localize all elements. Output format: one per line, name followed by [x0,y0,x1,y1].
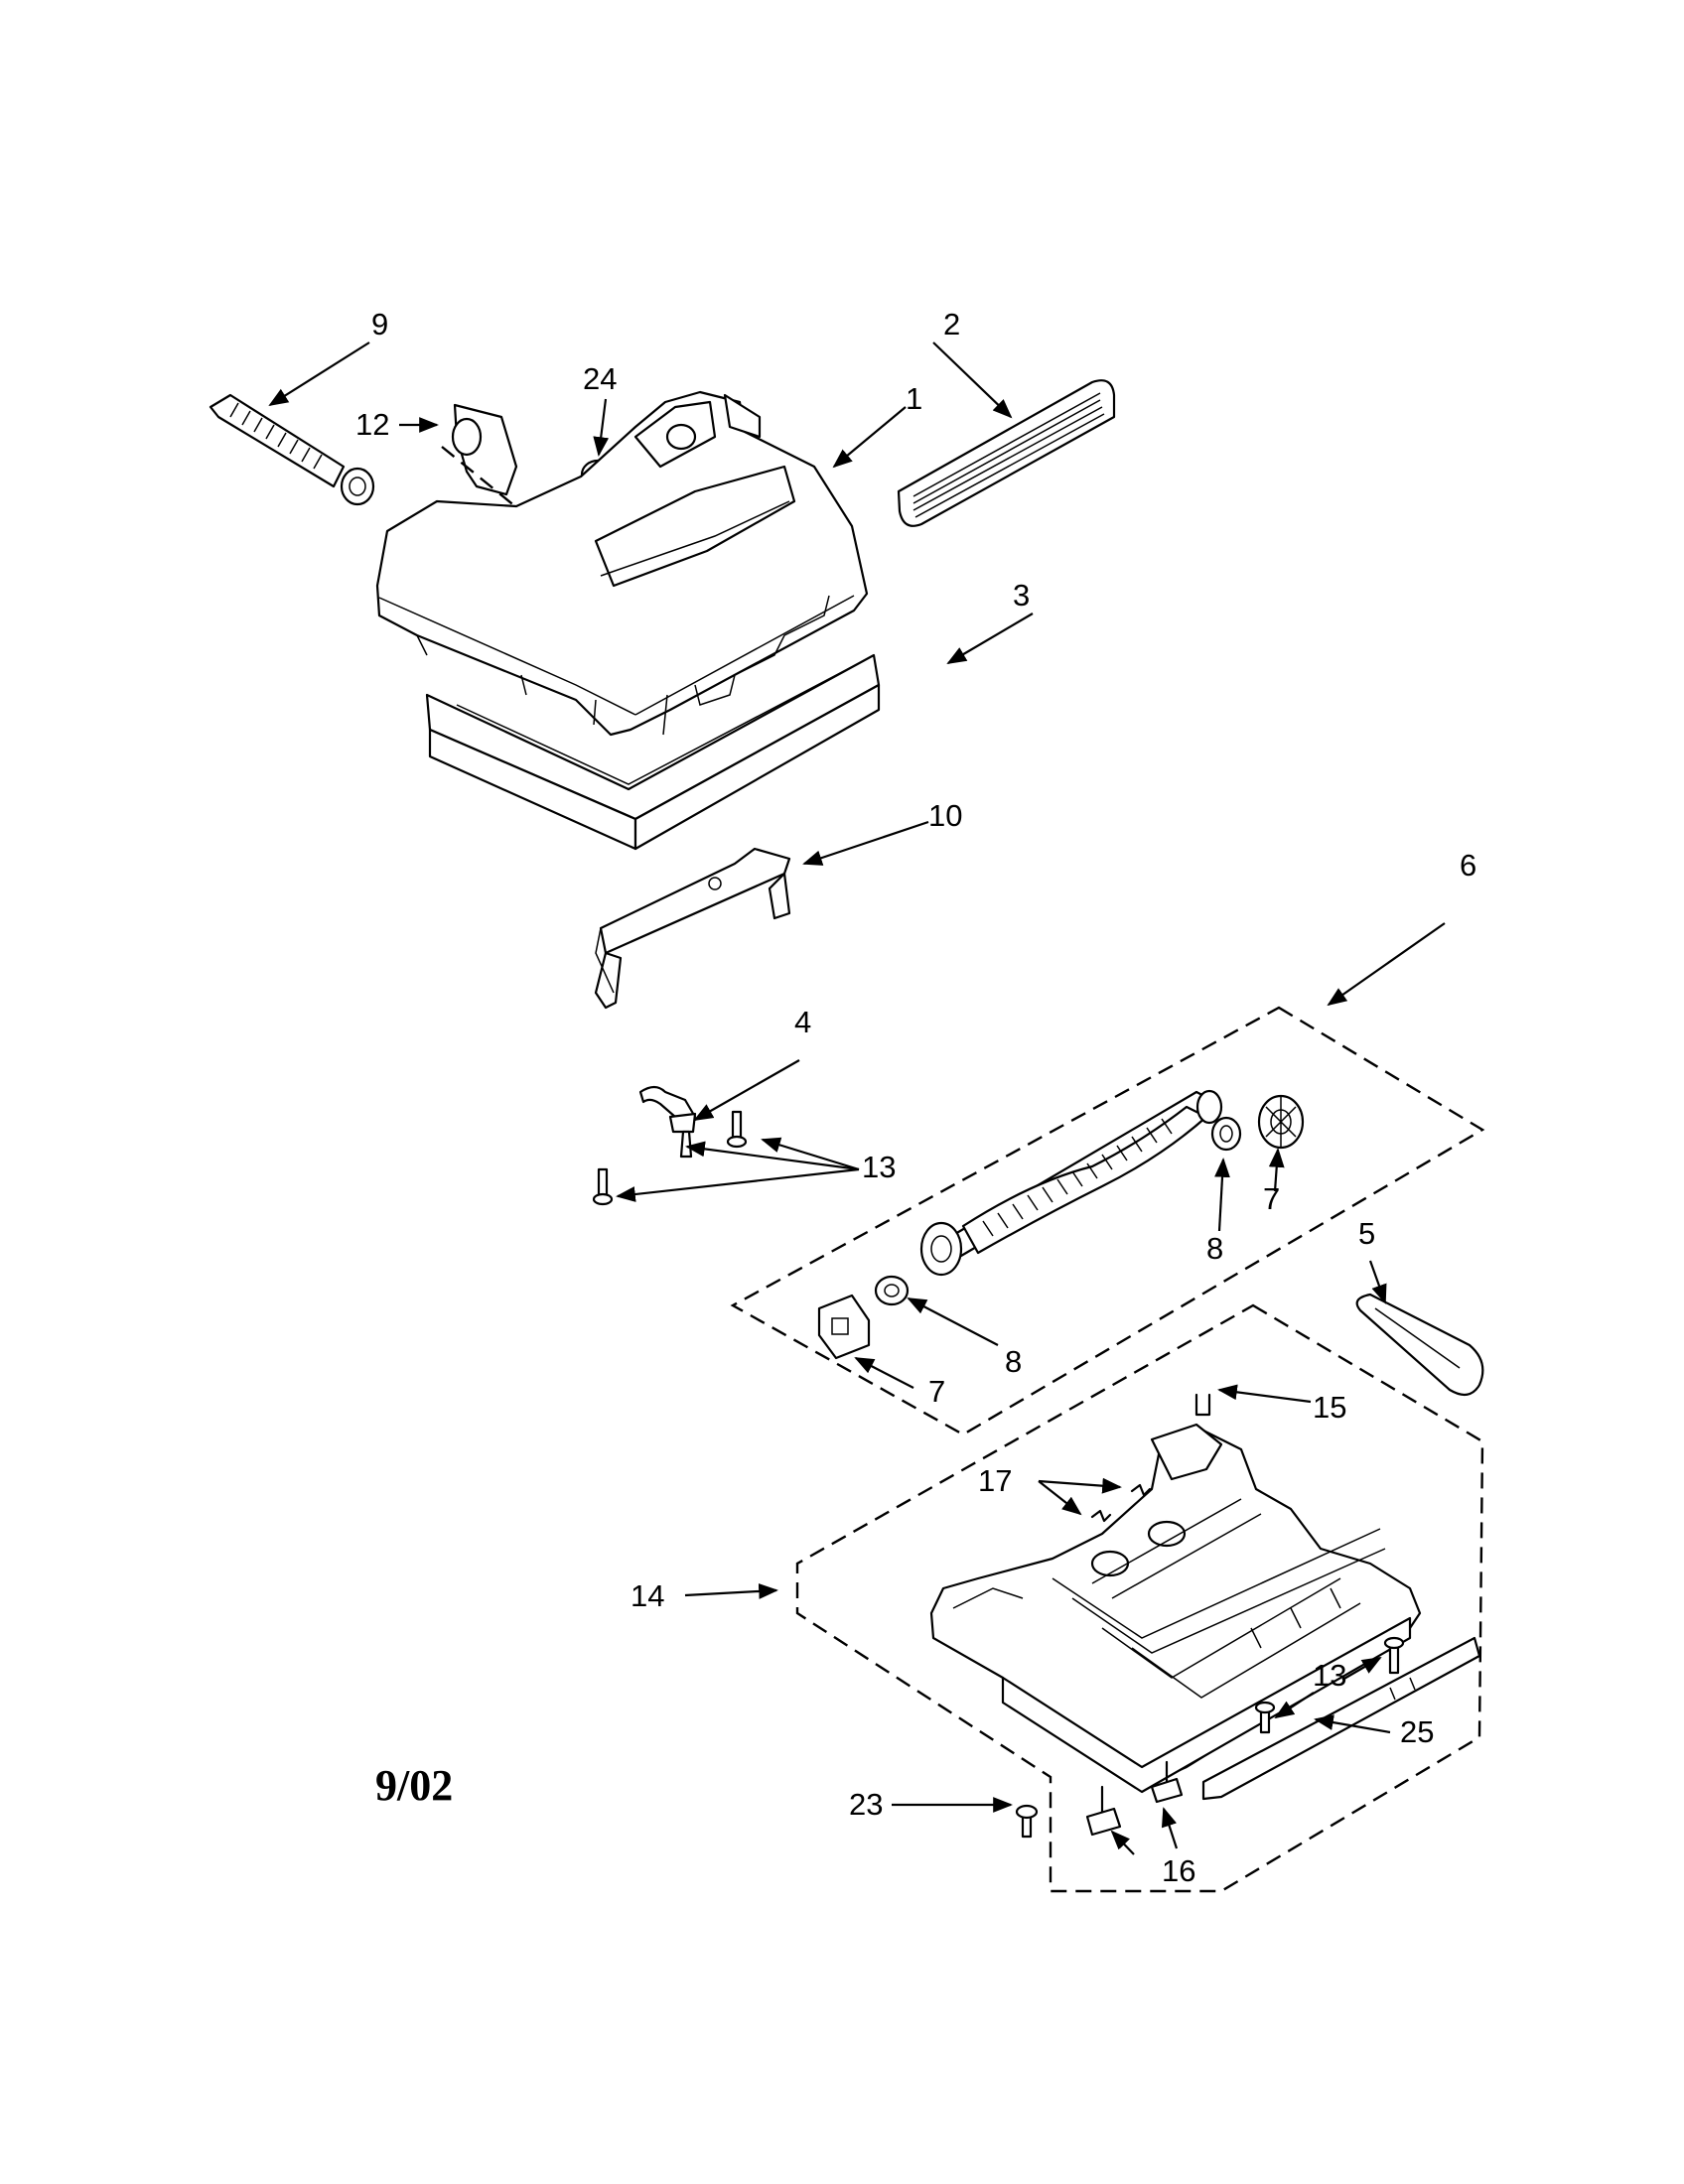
end-cap-7-right [1257,1094,1305,1150]
callout-8-right: 8 [1206,1231,1223,1266]
base-housing-part [929,1423,1422,1794]
callout-13-top: 13 [862,1150,896,1184]
callout-25: 25 [1400,1714,1434,1749]
screw-13-d [1254,1701,1276,1734]
callout-6: 6 [1460,848,1476,883]
spindle-part [209,393,375,506]
spring-clip-part [1194,1393,1211,1417]
wheel-bracket-16-a [1085,1785,1122,1837]
callout-15: 15 [1313,1390,1346,1425]
spring-17-a [1090,1509,1112,1523]
leader-lines [268,341,1446,1855]
callout-9: 9 [371,307,388,341]
callout-1: 1 [906,381,922,416]
callout-23: 23 [849,1787,883,1822]
callout-8-left: 8 [1005,1344,1022,1379]
end-cap-7-left [817,1294,871,1360]
screw-23 [1015,1804,1039,1839]
callout-14: 14 [631,1578,664,1613]
bumper-strip-part [897,379,1116,527]
callout-5: 5 [1358,1216,1375,1251]
belt-clip-part [638,1085,697,1159]
hood-cover-part [375,390,869,737]
bushing-part [441,403,522,512]
callout-4: 4 [794,1005,811,1039]
screw-13-a [726,1110,748,1149]
date-code: 9/02 [375,1761,453,1810]
callout-2: 2 [943,307,960,341]
callout-13-bottom: 13 [1313,1658,1346,1693]
callout-24: 24 [583,361,617,396]
drive-belt-part [1355,1293,1484,1397]
callout-3: 3 [1013,578,1030,613]
group-outline-6 [730,1006,1485,1436]
callout-16: 16 [1162,1853,1195,1888]
washer-8-right [1210,1116,1242,1152]
callout-7-left: 7 [928,1374,945,1409]
wheel-bracket-16-b [1150,1760,1184,1804]
bracket-part [594,847,791,1010]
screw-13-b [592,1167,614,1206]
brushroll-part [919,1089,1223,1277]
washer-8-left [874,1275,910,1306]
spring-17-b [1130,1483,1152,1497]
callout-10: 10 [928,798,962,833]
screw-13-c [1383,1636,1405,1675]
callout-17: 17 [978,1463,1012,1498]
callout-7-right: 7 [1263,1181,1280,1216]
callout-12: 12 [355,407,389,442]
bottom-frame-part [425,653,881,851]
